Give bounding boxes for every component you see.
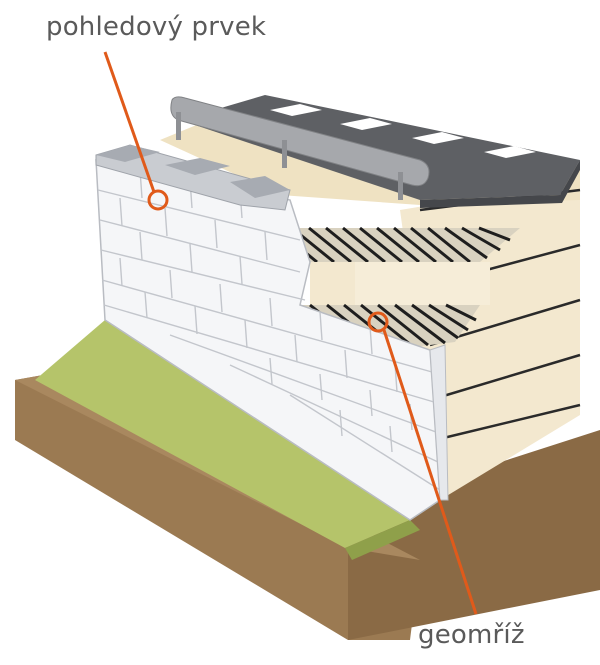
label-geogrid: geomříž (418, 620, 525, 650)
geogrid-upper (248, 226, 520, 264)
grass-slope (35, 320, 420, 548)
callout-facing-element (103, 51, 169, 211)
block-facing-wall (95, 159, 449, 521)
callout-geogrid (367, 311, 478, 615)
grass-edge (345, 520, 420, 560)
guard-rail (170, 96, 430, 200)
label-facing-element: pohledový prvek (46, 12, 267, 42)
fill-block-mid-side (355, 262, 490, 305)
asphalt-road (180, 95, 580, 208)
